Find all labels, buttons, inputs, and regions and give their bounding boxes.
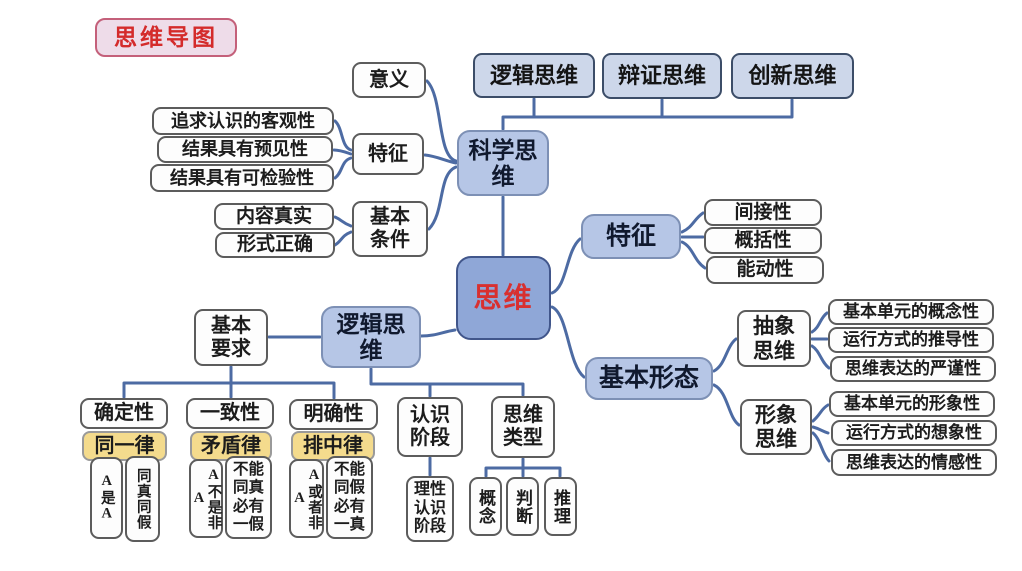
leaf-law-of-identity: 同一律 — [82, 431, 167, 461]
leaf-basic-requirements: 基本要求 — [194, 309, 268, 366]
leaf-generality: 概括性 — [704, 227, 822, 254]
leaf-abstract-thinking: 抽象思维 — [737, 310, 811, 367]
leaf-true-content: 内容真实 — [214, 203, 334, 230]
leaf-thinking-types: 思维类型 — [491, 396, 555, 458]
leaf-correct-form: 形式正确 — [215, 232, 335, 258]
map-title-badge: 思维导图 — [95, 18, 237, 57]
connector-forms-image — [712, 383, 741, 427]
leaf-image-thinking: 形象思维 — [740, 399, 812, 455]
connector-basicreq-tree — [122, 365, 336, 400]
leaf-a-is-not-not-a: A不是非A — [189, 459, 223, 538]
node-logical-thinking-top: 逻辑思维 — [473, 53, 595, 98]
connector-characteristics-items — [680, 211, 707, 270]
node-logical-thinking: 逻辑思维 — [321, 306, 421, 368]
leaf-basic-condition-label: 基本条件 — [352, 201, 428, 257]
connector-logical-downtree — [369, 367, 525, 398]
connector-image-items — [811, 403, 831, 463]
connector-center-forms — [550, 305, 586, 379]
leaf-verifiability: 结果具有可检验性 — [150, 164, 334, 192]
leaf-cannot-both-be-false: 不能同假必有一真 — [326, 456, 373, 539]
node-scientific-thinking: 科学思维 — [457, 130, 549, 196]
leaf-feature-label: 特征 — [352, 133, 424, 175]
leaf-a-is-a: A是A — [90, 457, 123, 539]
node-characteristics: 特征 — [581, 214, 681, 259]
leaf-same-true-same-false: 同真同假 — [125, 456, 160, 542]
leaf-rational-cognition-stage: 理性认识阶段 — [406, 476, 454, 542]
leaf-judgment: 判断 — [506, 477, 539, 536]
leaf-law-of-contradiction: 矛盾律 — [190, 431, 272, 461]
leaf-initiative: 能动性 — [706, 256, 824, 284]
leaf-imaginative-operation: 运行方式的想象性 — [831, 420, 997, 446]
leaf-deductive-operation: 运行方式的推导性 — [828, 327, 994, 353]
connector-science-condition — [427, 165, 458, 231]
connector-condition-items — [333, 215, 353, 247]
connector-top-tree — [501, 97, 794, 131]
leaf-consistency: 一致性 — [186, 398, 274, 429]
leaf-a-or-not-a: A或者非A — [289, 459, 324, 538]
node-innovative-thinking-top: 创新思维 — [731, 53, 854, 99]
leaf-indirectness: 间接性 — [704, 199, 822, 226]
leaf-concept: 概念 — [469, 477, 502, 536]
leaf-cognition-stage: 认识阶段 — [397, 397, 463, 457]
connector-forms-abstract — [712, 337, 738, 373]
leaf-objectivity: 追求认识的客观性 — [152, 107, 334, 135]
connector-science-meaning — [425, 79, 458, 163]
leaf-inference: 推理 — [544, 477, 577, 536]
leaf-rigorous-expression: 思维表达的严谨性 — [830, 356, 996, 382]
leaf-conceptual-unit: 基本单元的概念性 — [828, 299, 994, 325]
leaf-meaning: 意义 — [352, 62, 426, 98]
leaf-emotional-expression: 思维表达的情感性 — [831, 449, 997, 476]
node-basic-forms: 基本形态 — [585, 357, 713, 400]
leaf-predictability: 结果具有预见性 — [157, 136, 333, 163]
connector-types-tree — [484, 457, 562, 478]
leaf-cannot-both-be-true: 不能同真必有一假 — [225, 456, 272, 539]
leaf-clarity: 明确性 — [289, 399, 378, 430]
connector-center-characteristics — [550, 237, 582, 295]
leaf-figurative-unit: 基本单元的形象性 — [829, 391, 995, 417]
leaf-certainty: 确定性 — [80, 398, 168, 429]
connector-abstract-items — [810, 311, 831, 370]
connector-feature-items — [332, 119, 353, 180]
connector-center-logical — [419, 328, 457, 338]
node-dialectical-thinking-top: 辩证思维 — [602, 53, 722, 99]
node-thinking-center: 思维 — [456, 256, 551, 340]
connector-science-feature — [423, 153, 458, 165]
